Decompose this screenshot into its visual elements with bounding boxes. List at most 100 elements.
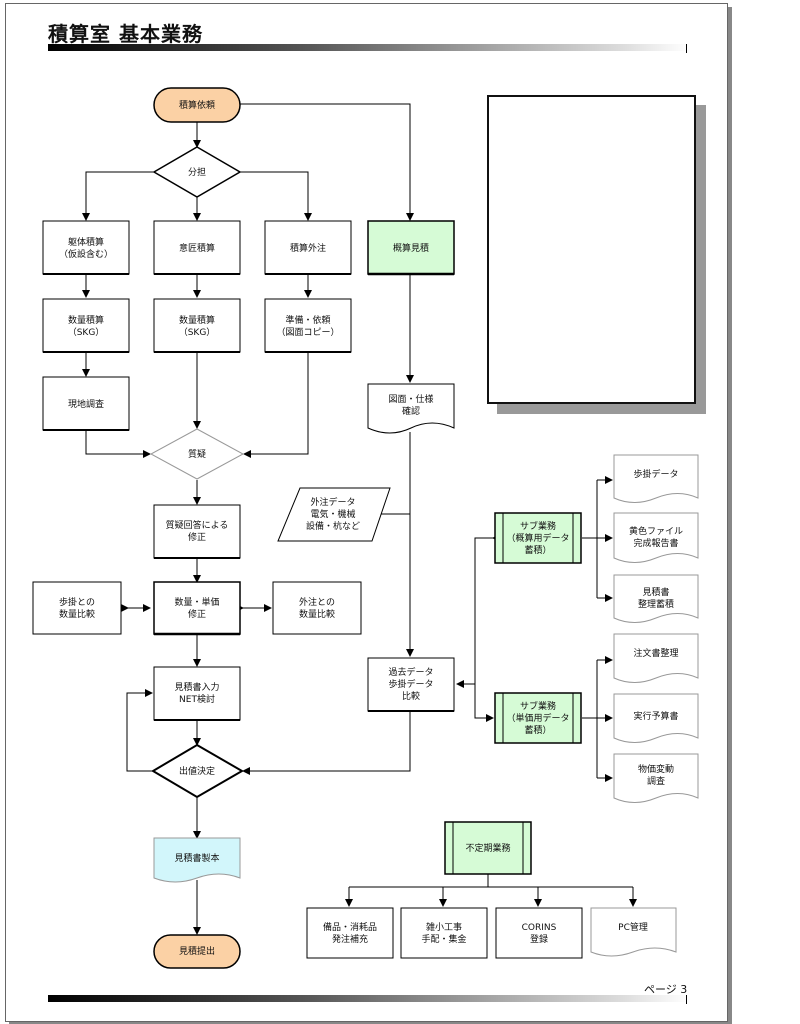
edge: [85, 430, 151, 458]
node-split: 分担: [152, 146, 242, 198]
node-rough-estimate: 概算見積: [367, 220, 455, 276]
node-label: 蓄積）: [524, 544, 551, 556]
node-label: （SKG）: [179, 327, 216, 338]
node-label: 数量比較: [299, 608, 335, 620]
node-label: 備品・消耗品: [323, 921, 377, 933]
node-label: 現地調査: [68, 398, 104, 410]
node-label: （SKG）: [68, 327, 105, 338]
blank-note-panel: [487, 95, 696, 404]
node-site-survey: 現地調査: [42, 376, 130, 431]
node-label: 見積書入力: [174, 681, 219, 693]
node-design-estimate: 意匠積算: [153, 220, 241, 275]
node-label: 蓄積）: [524, 724, 551, 736]
node-label: 物価変動: [638, 763, 674, 775]
node-label: 概算見積: [393, 242, 429, 254]
node-label: 不定期業務: [465, 842, 510, 854]
edge: [240, 103, 414, 221]
node-label: 修正: [188, 608, 206, 620]
node-label: NET検討: [179, 693, 215, 705]
edge: [242, 711, 411, 775]
node-label: 修正: [188, 531, 206, 543]
node-label: 確認: [402, 405, 420, 417]
node-label: 質疑: [188, 448, 206, 460]
node-label: 設備・杭など: [306, 520, 360, 532]
node-label: 発注補充: [332, 933, 368, 945]
node-label: CORINS: [522, 923, 557, 933]
node-outsource-estimate: 積算外注: [264, 220, 352, 275]
node-irregular: 不定期業務: [444, 821, 532, 875]
node-label: 手配・集金: [421, 933, 466, 945]
node-label: 完成報告書: [633, 537, 678, 549]
node-label: （単価用データ: [506, 712, 569, 724]
footer-tick: [686, 995, 687, 1004]
node-label: 数量比較: [59, 608, 95, 620]
node-label: 出値決定: [179, 765, 215, 777]
node-start: 積算依頼: [153, 87, 241, 123]
node-label: 積算外注: [290, 242, 326, 254]
node-label: サブ業務: [520, 520, 556, 532]
node-label: 黄色ファイル: [629, 525, 683, 537]
node-label: 図面・仕様: [388, 393, 433, 405]
edge: [474, 534, 500, 722]
node-label: 整理蓄積: [638, 598, 674, 610]
node-label: 意匠積算: [179, 242, 215, 254]
node-label: 積算依頼: [179, 99, 215, 111]
node-label: 雑小工事: [426, 921, 462, 933]
node-label: 分担: [188, 166, 206, 178]
node-label: PC管理: [618, 921, 648, 933]
edge: [240, 171, 312, 221]
node-label: 外注との: [299, 596, 335, 608]
footer-bar: [48, 995, 688, 1002]
node-label: 登録: [530, 933, 548, 945]
node-label: 外注データ: [310, 496, 355, 508]
node-body-estimate: 躯体積算（仮設含む）: [42, 220, 130, 275]
page-number: ページ 3: [644, 983, 688, 996]
title-tick: [686, 44, 687, 53]
node-label: 数量積算: [179, 314, 215, 326]
node-prep-request: 準備・依頼（図面コピー）: [264, 298, 352, 353]
node-doc-order: 注文書整理: [613, 633, 699, 683]
node-label: 注文書整理: [633, 647, 678, 659]
node-label: 歩掛との: [59, 596, 95, 608]
node-price-decision: 出値決定: [151, 743, 244, 799]
node-label: サブ業務: [520, 700, 556, 712]
node-doc-bukake: 歩掛データ: [613, 454, 699, 503]
node-qty2: 数量積算（SKG）: [153, 298, 241, 353]
node-label: 見積書製本: [174, 852, 219, 864]
node-label: 過去データ: [388, 666, 433, 678]
edge: [82, 171, 154, 221]
node-doc-budget: 実行予算書: [613, 693, 699, 743]
node-estimate-submit: 見積提出: [153, 934, 241, 969]
node-label: 準備・依頼: [285, 314, 330, 326]
node-estimate-make: 見積書製本: [153, 837, 241, 883]
node-label: （仮設含む）: [59, 248, 113, 260]
page-title: 積算室 基本業務: [48, 22, 203, 46]
node-label: 数量・単価: [174, 596, 219, 608]
node-label: 実行予算書: [633, 710, 678, 722]
node-label: 歩掛データ: [388, 678, 433, 690]
node-label: 電気・機械: [310, 508, 355, 520]
node-pc-manage: PC管理: [590, 907, 677, 957]
node-label: 見積提出: [179, 945, 215, 957]
node-label: 調査: [647, 775, 665, 787]
node-label: 比較: [402, 690, 420, 702]
edge: [126, 689, 153, 772]
node-qty1: 数量積算（SKG）: [42, 298, 130, 353]
